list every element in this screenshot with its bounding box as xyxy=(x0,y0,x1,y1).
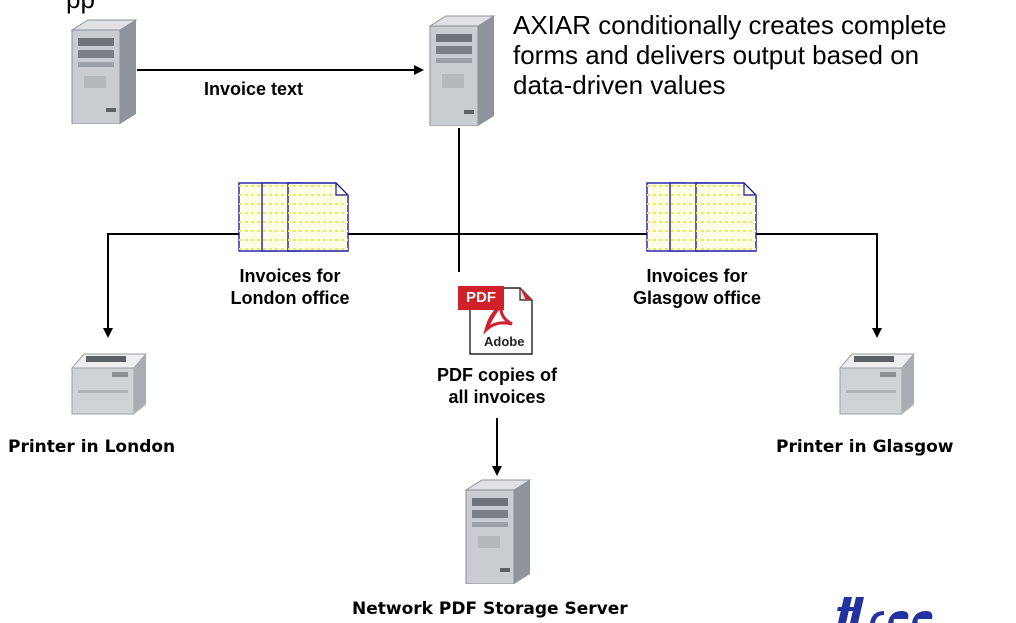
london-documents-icon xyxy=(238,182,349,252)
printer-glasgow-label: Printer in Glasgow xyxy=(776,437,954,457)
glasgow-invoices-label: Invoices for Glasgow office xyxy=(612,265,782,309)
glasgow-invoices-line-1: Invoices for xyxy=(646,266,748,286)
pdf-copies-line-2: all invoices xyxy=(448,387,546,407)
axiar-description: AXIAR conditionally creates complete for… xyxy=(513,10,947,100)
adobe-brand-text: Adobe xyxy=(484,334,525,349)
description-line-3: data-driven values xyxy=(513,70,726,100)
cropped-top-text: pp xyxy=(66,0,95,14)
london-invoices-line-2: London office xyxy=(230,288,350,308)
axiar-server-icon xyxy=(428,15,496,126)
pdf-copies-label: PDF copies of all invoices xyxy=(412,364,582,408)
pdf-badge-text: PDF xyxy=(466,289,496,306)
london-invoices-line-1: Invoices for xyxy=(239,266,341,286)
storage-server-label: Network PDF Storage Server xyxy=(352,599,628,619)
invoice-text-label: Invoice text xyxy=(204,79,304,99)
london-invoices-label: Invoices for London office xyxy=(205,265,375,309)
printer-london-label: Printer in London xyxy=(8,437,176,457)
glasgow-documents-icon xyxy=(646,182,757,252)
description-line-2: forms and delivers output based on xyxy=(513,40,920,70)
storage-server-icon xyxy=(464,479,532,584)
glasgow-invoices-line-2: Glasgow office xyxy=(632,288,762,308)
pdf-document-icon: PDF Adobe xyxy=(456,284,538,356)
description-line-1: AXIAR conditionally creates complete xyxy=(513,10,947,40)
source-server-icon xyxy=(70,19,138,124)
glasgow-printer-icon xyxy=(838,353,916,415)
london-printer-icon xyxy=(70,353,148,415)
pdf-copies-line-1: PDF copies of xyxy=(436,365,557,385)
company-logo xyxy=(837,597,933,623)
